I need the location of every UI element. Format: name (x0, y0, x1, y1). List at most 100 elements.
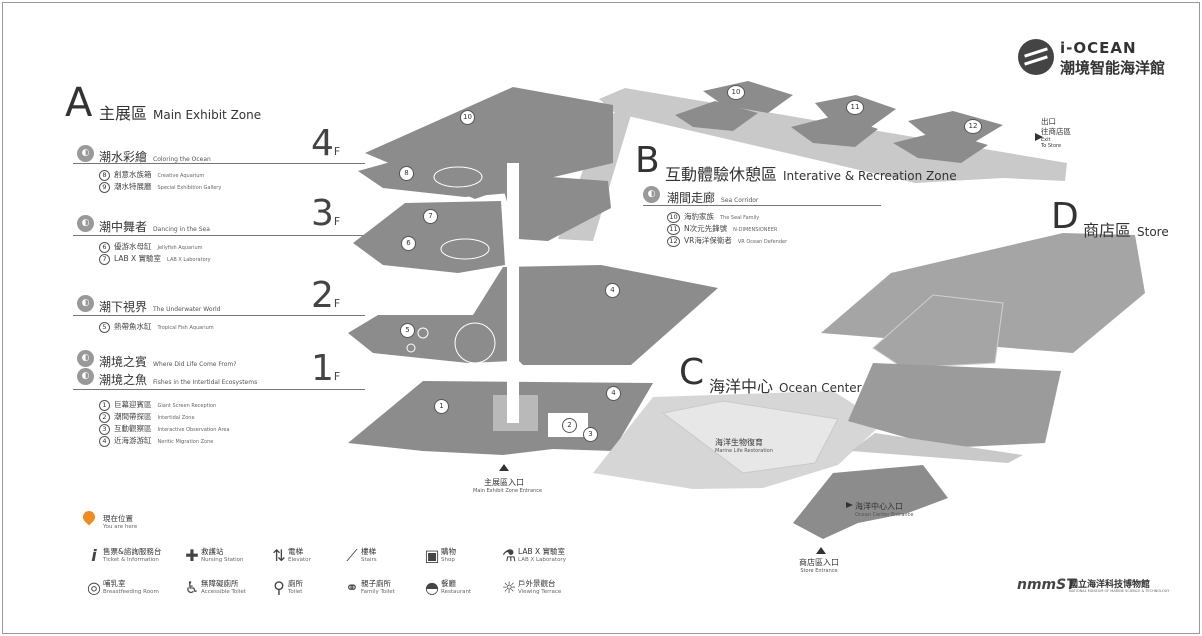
main-entrance-arrow-icon (499, 464, 509, 471)
room-marker-4-1f[interactable]: 4 (606, 386, 621, 401)
floor-1f (348, 381, 653, 455)
zone-a-name-en: Main Exhibit Zone (153, 108, 262, 122)
room-marker-2[interactable]: 2 (562, 418, 577, 433)
floor-2f-number: 2F (311, 275, 341, 316)
ocean-center-zone (593, 391, 948, 539)
floor-map (348, 81, 1145, 554)
accessible-toilet-icon: ♿ (184, 578, 200, 597)
toilet-icon: ⚲ (273, 578, 285, 597)
sea-corridor-icon: ◐ (643, 186, 660, 203)
zone-a-letter: A (65, 80, 93, 126)
exit-label[interactable]: 出口 往商店區 Exit To Store (1041, 117, 1071, 149)
store-zone (821, 233, 1145, 463)
brand-logo-text: i-OCEAN (1060, 39, 1137, 57)
floor-3f-number: 3F (311, 193, 341, 234)
legend-here-label-en: You are here (103, 524, 138, 530)
brand-subtitle: 潮境智能海洋館 (1060, 59, 1166, 77)
floor-1f-number: 1F (311, 348, 341, 389)
room-marker-11[interactable]: 11 (846, 100, 864, 115)
room-marker-1[interactable]: 1 (434, 399, 449, 414)
room-marker-7[interactable]: 7 (423, 209, 438, 224)
room-marker-12[interactable]: 12 (964, 119, 982, 134)
zone-a-name: 主展區 (99, 104, 148, 123)
room-marker-10[interactable]: 10 (727, 85, 745, 100)
room-marker-9[interactable]: 10 (460, 110, 475, 125)
nmmst-logo: nmmST (1017, 577, 1076, 593)
floor-4f-line (73, 163, 365, 164)
floor-4f-icon: ◐ (77, 145, 94, 162)
floor-2f (348, 265, 718, 365)
room-marker-5[interactable]: 5 (400, 323, 415, 338)
viewing-terrace-icon: ☼ (501, 578, 517, 597)
sea-corridor-line (643, 205, 881, 206)
floor-1f-icon-a: ◐ (77, 350, 94, 367)
room-marker-8[interactable]: 8 (399, 166, 414, 181)
zone-a-title: 主展區 Main Exhibit Zone (99, 100, 261, 124)
zone-d-letter: D (1051, 196, 1079, 237)
floor-4f (358, 87, 613, 199)
floor-2f-line (73, 315, 365, 316)
restaurant-icon: ◓ (425, 578, 439, 597)
store-entrance-arrow-icon (816, 547, 826, 554)
room-marker-4-2f[interactable]: 4 (605, 283, 620, 298)
zone-b-letter: B (635, 140, 660, 181)
legend-here-label: 現在位置 (103, 514, 133, 523)
floor-1f-line (73, 389, 365, 390)
breastfeeding-icon: ◎ (87, 578, 101, 597)
room-marker-3[interactable]: 3 (583, 427, 598, 442)
shop-icon: ▣ (424, 546, 440, 565)
floor-3f-icon: ◐ (77, 215, 94, 232)
i-ocean-logo-icon (1018, 39, 1054, 75)
floor-3f-line (73, 235, 363, 236)
elevator-shaft (507, 163, 519, 423)
floor-4f-number: 4F (311, 123, 341, 164)
stairs-icon: ⟋ (346, 546, 358, 565)
museum-name: 國立海洋科技博物館 (1069, 580, 1151, 590)
ocean-center-entrance-arrow-icon (846, 502, 853, 508)
museum-name-en: NATIONAL MUSEUM OF MARINE SCIENCE & TECH… (1069, 589, 1170, 593)
floor-3f (353, 175, 611, 273)
floor-2f-icon: ◐ (77, 295, 94, 312)
exit-arrow-icon (1035, 133, 1043, 141)
first-aid-icon: ✚ (185, 546, 199, 565)
zone-c-letter: C (679, 352, 705, 393)
elevator-icon: ⇅ (272, 546, 286, 565)
room-marker-6[interactable]: 6 (401, 236, 416, 251)
